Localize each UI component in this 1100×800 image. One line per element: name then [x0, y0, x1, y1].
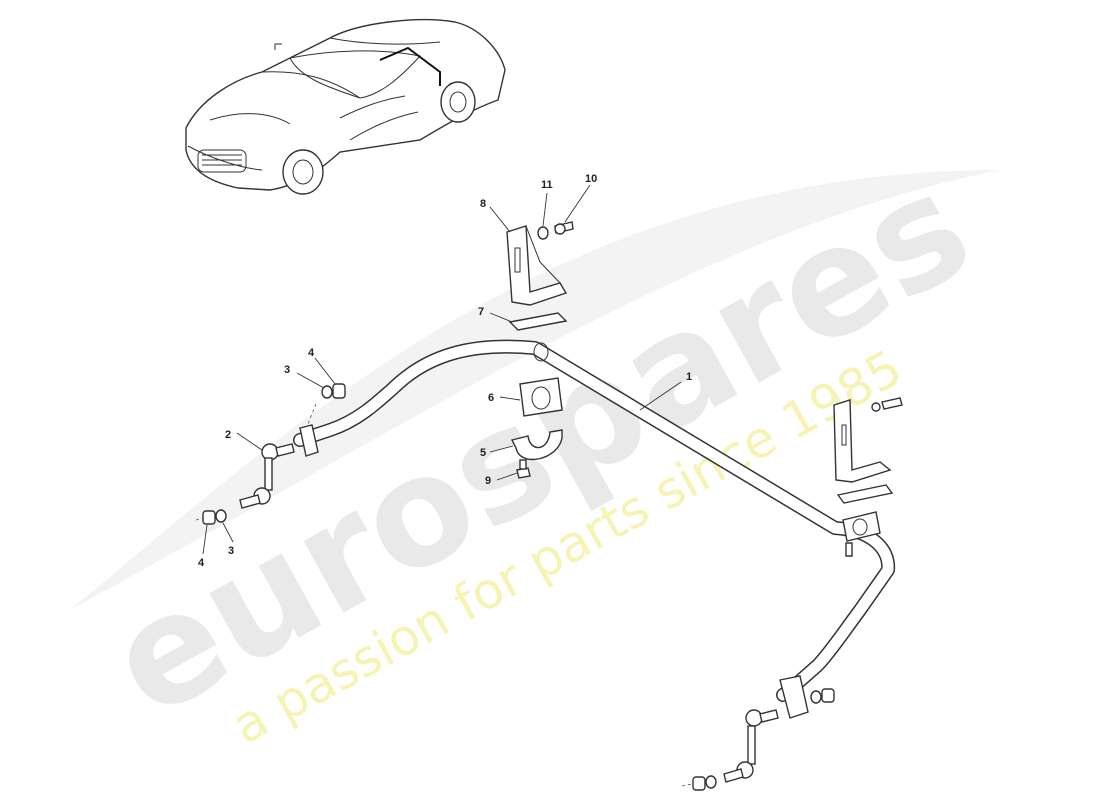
callout-6: 6	[488, 392, 494, 404]
alignment-lines	[195, 403, 693, 787]
shim-plate	[508, 312, 568, 331]
callout-1: 1	[686, 371, 692, 383]
callout-4-lower: 4	[198, 557, 205, 569]
callout-8: 8	[480, 198, 486, 210]
mounting-bracket	[506, 225, 568, 306]
washer-left-upper	[321, 385, 333, 399]
bush	[519, 377, 563, 417]
callout-4-upper: 4	[308, 347, 315, 359]
nut-left-lower	[202, 510, 216, 525]
callout-10: 10	[585, 173, 597, 185]
bracket-washer	[537, 226, 549, 240]
callout-3-lower: 3	[228, 545, 234, 557]
vehicle-locator-illustration	[185, 19, 506, 195]
bush-clamp	[510, 429, 563, 461]
bush-right	[842, 511, 881, 557]
clamp-bolt	[516, 459, 531, 479]
anti-roll-bar	[293, 339, 896, 719]
callout-11: 11	[541, 179, 553, 191]
mounting-bracket-right	[833, 397, 903, 504]
washer-left-lower	[215, 509, 227, 523]
callout-9: 9	[485, 475, 491, 487]
drop-link-left	[239, 443, 295, 509]
callout-labels: 1 2 3 4 5 6 7 8 9 10 11 3 4	[198, 173, 692, 569]
callout-3-upper: 3	[284, 364, 290, 376]
bracket-bolt	[554, 221, 574, 235]
fixings-right-lower	[692, 775, 717, 791]
callout-5: 5	[480, 447, 486, 459]
callout-leaders	[202, 184, 682, 555]
drop-link-right	[723, 709, 779, 783]
callout-7: 7	[478, 306, 484, 318]
nut-left-upper	[332, 383, 346, 399]
callout-2: 2	[225, 429, 231, 441]
fixings-right-upper	[810, 688, 835, 704]
